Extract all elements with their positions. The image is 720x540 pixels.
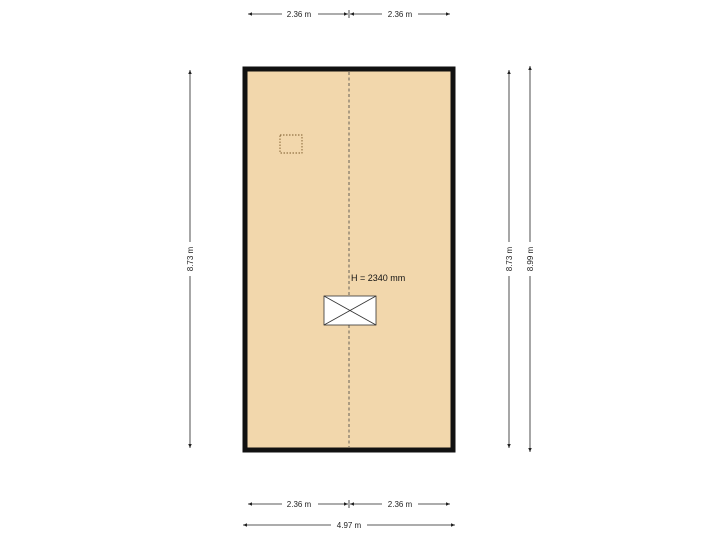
- bottom-left-label-bg: [282, 499, 318, 509]
- right-dimensions: 8.73 m 8.99 m: [503, 66, 536, 452]
- bottom-total-dimension-label: 4.97 m: [337, 521, 362, 530]
- right-inner-height-dimension-label: 8.73 m: [505, 246, 514, 271]
- top-dimensions: 2.36 m 2.36 m: [248, 9, 450, 19]
- bottom-right-label-bg: [382, 499, 418, 509]
- bottom-total-label-bg: [331, 520, 367, 530]
- top-right-label-bg: [382, 9, 418, 19]
- right-outer-height-dimension-label: 8.99 m: [526, 246, 535, 271]
- left-height-dimension-label: 8.73 m: [186, 246, 195, 271]
- top-left-dimension-label: 2.36 m: [287, 10, 312, 19]
- top-right-dimension-label: 2.36 m: [388, 10, 413, 19]
- bottom-right-dimension-label: 2.36 m: [388, 500, 413, 509]
- ceiling-height-label: H = 2340 mm: [351, 273, 405, 283]
- left-label-bg: [184, 242, 196, 276]
- dashed-rectangle-element: [279, 134, 303, 154]
- bottom-left-dimension-label: 2.36 m: [287, 500, 312, 509]
- left-dimension: 8.73 m: [184, 70, 196, 448]
- right-outer-label-bg: [524, 242, 536, 276]
- room: H = 2340 mm: [242, 66, 456, 453]
- top-left-label-bg: [282, 9, 318, 19]
- right-inner-label-bg: [503, 242, 515, 276]
- stair-opening-cross-icon: [323, 295, 377, 326]
- bottom-dimensions: 2.36 m 2.36 m 4.97 m: [243, 499, 455, 530]
